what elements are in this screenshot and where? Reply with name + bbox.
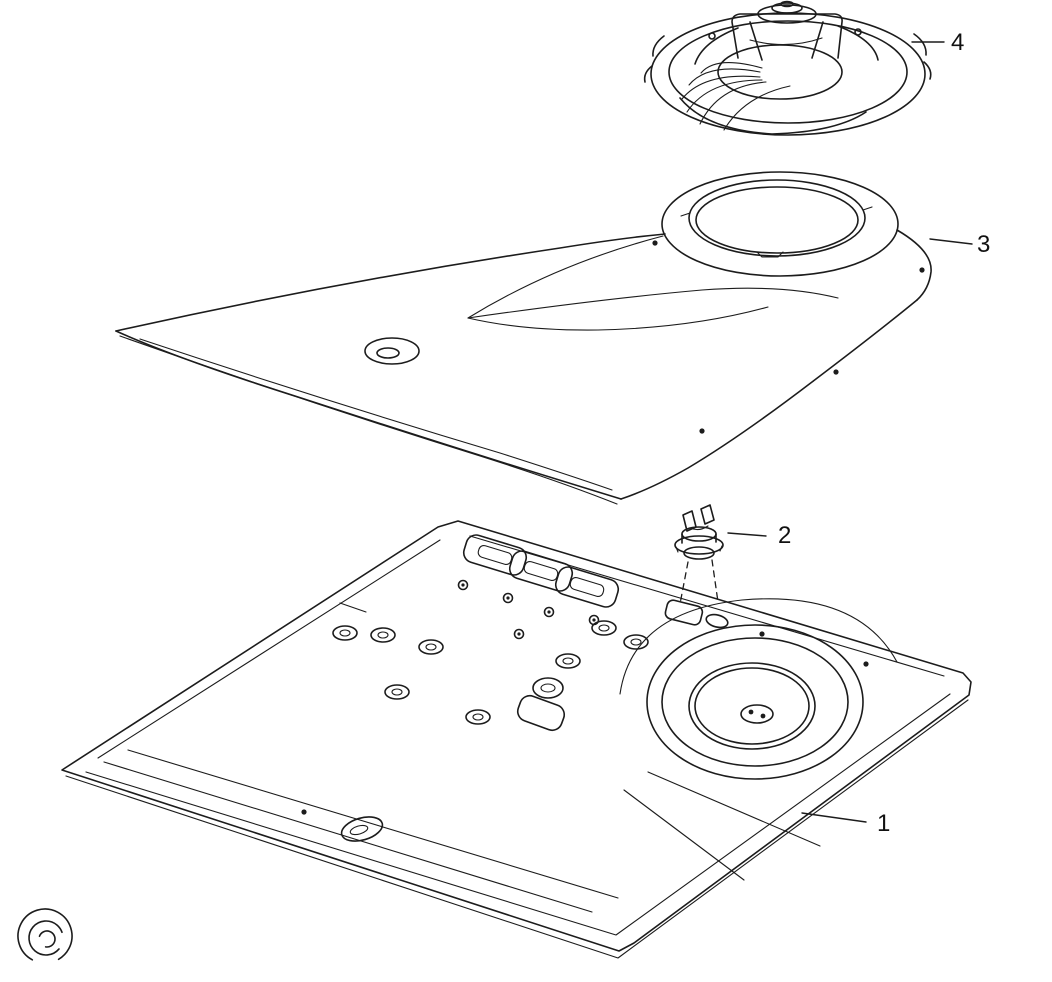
brand-logo xyxy=(17,908,73,964)
stiffening-ribs xyxy=(103,749,821,913)
part-1-base-panel xyxy=(61,520,972,959)
callout-leader-lines xyxy=(727,41,973,823)
collar-opening xyxy=(661,171,932,301)
callout-label-4: 4 xyxy=(951,29,965,56)
thermostat-mounting-holes xyxy=(664,599,729,629)
grommet-holes xyxy=(332,620,649,725)
panel-hole xyxy=(364,337,420,365)
motor-block xyxy=(694,0,879,65)
callout-label-2: 2 xyxy=(778,522,792,549)
callout-label-3: 3 xyxy=(977,231,991,258)
callout-label-1: 1 xyxy=(877,810,891,837)
foot-emboss xyxy=(340,816,384,842)
part-2-thermostat xyxy=(674,504,724,605)
vent-slots xyxy=(462,534,620,608)
screw-bosses xyxy=(457,579,600,640)
drum-circular-depression xyxy=(619,598,898,780)
part-4-blower-motor-assembly xyxy=(643,0,932,136)
part-3-fan-duct-cover xyxy=(115,171,932,505)
